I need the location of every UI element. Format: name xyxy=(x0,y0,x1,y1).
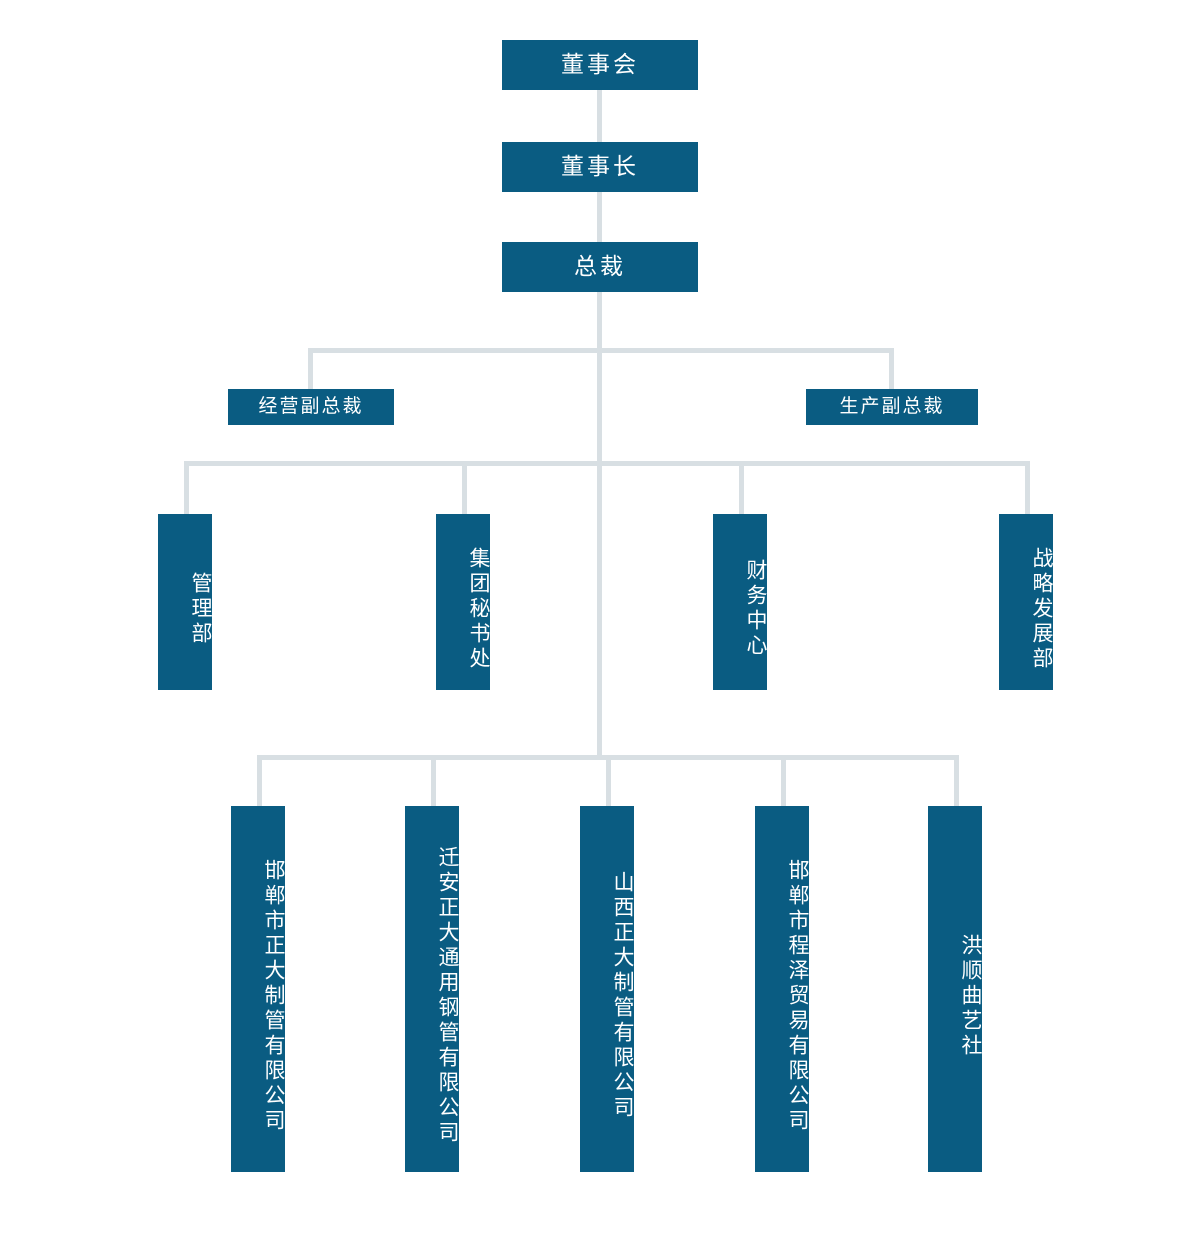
connector-drop-sub-qianan-zhengda xyxy=(431,755,436,806)
connector-board-to-chairman xyxy=(597,90,602,142)
node-vp-business[interactable]: 经营副总裁 xyxy=(228,389,394,425)
node-sub-handan-zhengda[interactable]: 邯郸市正大制管有限公司 xyxy=(231,806,285,1172)
connector-chairman-to-president xyxy=(597,192,602,244)
connector-drop-sub-handan-chengze xyxy=(781,755,786,806)
node-dept-strategy[interactable]: 战略发展部 xyxy=(999,514,1053,690)
node-vp-production[interactable]: 生产副总裁 xyxy=(806,389,978,425)
node-sub-qianan-zhengda[interactable]: 迁安正大通用钢管有限公司 xyxy=(405,806,459,1172)
connector-president-trunk xyxy=(597,292,602,350)
node-president[interactable]: 总裁 xyxy=(502,242,698,292)
connector-drop-vp-production xyxy=(889,348,894,390)
node-sub-handan-chengze[interactable]: 邯郸市程泽贸易有限公司 xyxy=(755,806,809,1172)
node-sub-hongshun[interactable]: 洪顺曲艺社 xyxy=(928,806,982,1172)
connector-drop-dept-finance xyxy=(739,461,744,514)
connector-drop-sub-hongshun xyxy=(954,755,959,806)
node-dept-secretariat[interactable]: 集团秘书处 xyxy=(436,514,490,690)
node-dept-finance[interactable]: 财务中心 xyxy=(713,514,767,690)
connector-central-trunk-to-subsidiaries xyxy=(597,461,602,757)
connector-drop-sub-shanxi-zhengda xyxy=(606,755,611,806)
node-chairman[interactable]: 董事长 xyxy=(502,142,698,192)
node-dept-management[interactable]: 管理部 xyxy=(158,514,212,690)
connector-drop-sub-handan-zhengda xyxy=(257,755,262,806)
connector-central-trunk-to-depts xyxy=(597,348,602,466)
node-board[interactable]: 董事会 xyxy=(502,40,698,90)
connector-drop-vp-business xyxy=(308,348,313,390)
connector-drop-dept-management xyxy=(184,461,189,514)
connector-drop-dept-secretariat xyxy=(462,461,467,514)
node-sub-shanxi-zhengda[interactable]: 山西正大制管有限公司 xyxy=(580,806,634,1172)
connector-drop-dept-strategy xyxy=(1025,461,1030,514)
connector-department-bus xyxy=(184,461,1030,466)
